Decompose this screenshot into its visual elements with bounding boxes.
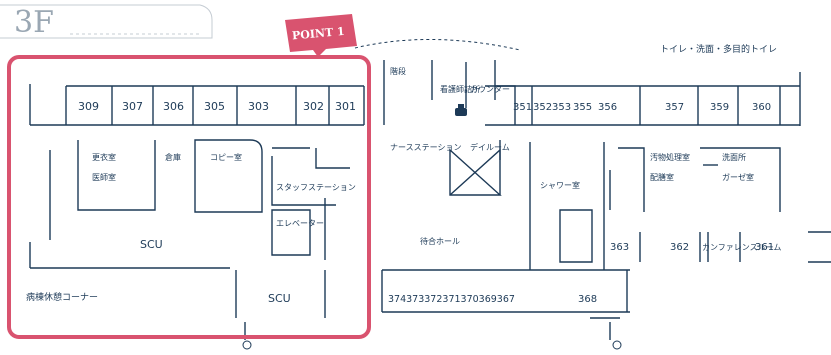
annotation: デイルーム [470, 142, 510, 152]
annotation: エレベーター [276, 219, 324, 228]
room-number: 363 [610, 242, 629, 253]
point-badge: POINT 1 [285, 14, 357, 57]
scu-label: SCU [268, 292, 291, 305]
point-badge-text: POINT 1 [291, 25, 345, 43]
room-number: 301 [335, 100, 356, 113]
annotation: 看護師詰所 [440, 84, 480, 94]
scu-label: SCU [140, 238, 163, 251]
room-number: 306 [163, 100, 184, 113]
left-wing-walls [29, 84, 365, 318]
room-number: 302 [303, 100, 324, 113]
bottom-right-numbers: 363 362 361 [610, 242, 774, 253]
room-number: 360 [752, 102, 771, 113]
annotation: 汚物処理室 [650, 152, 690, 162]
annotation: 洗面所 [722, 152, 746, 162]
annotation: カウンター [470, 85, 510, 94]
room-number: 352 [533, 102, 552, 113]
annotation: 倉庫 [165, 152, 181, 162]
room-number: 361 [755, 242, 774, 253]
corner-note: 病棟休憩コーナー [26, 291, 98, 303]
toilet-icon [242, 340, 622, 350]
room-number: 356 [598, 102, 617, 113]
room-number: 362 [670, 242, 689, 253]
annotation: 配膳室 [650, 172, 674, 182]
right-wing-walls [244, 60, 831, 340]
point-highlight-box [7, 55, 371, 339]
annotation: 階段 [390, 66, 406, 76]
room-annotations: 階段 ナースステーション デイルーム スタッフステーション エレベーター 待合ホ… [92, 66, 781, 252]
room-number: 307 [122, 100, 143, 113]
annotation: カンファレンスルーム [702, 243, 781, 252]
floor-tab [0, 4, 213, 39]
annotation: ガーゼ室 [722, 172, 754, 182]
left-room-numbers: 309 307 306 305 303 302 301 [78, 100, 356, 113]
annotation: ナースステーション [390, 143, 461, 152]
right-room-numbers: 351 352 353 355 356 357 359 360 [513, 102, 771, 113]
room-number: 368 [578, 294, 597, 305]
top-right-note: トイレ・洗面・多目的トイレ [660, 43, 777, 55]
corridor-dashed-arc [354, 38, 521, 51]
room-number: 303 [248, 100, 269, 113]
annotation: 医師室 [92, 172, 116, 182]
annotation: シャワー室 [540, 180, 580, 190]
room-number: 351 [513, 102, 532, 113]
floor-label: 3F [14, 5, 54, 40]
room-number: 359 [710, 102, 729, 113]
room-number: 353 [552, 102, 571, 113]
annotation: 待合ホール [420, 236, 460, 246]
annotation: コピー室 [210, 152, 242, 162]
bottom-room-numbers: 374373372371370369367 [388, 294, 515, 305]
annotation: 更衣室 [92, 152, 116, 162]
telephone-icon [455, 104, 467, 116]
room-number: 355 [573, 102, 592, 113]
room-number: 305 [204, 100, 225, 113]
room-number: 357 [665, 102, 684, 113]
room-number: 309 [78, 100, 99, 113]
annotation: スタッフステーション [276, 183, 356, 192]
